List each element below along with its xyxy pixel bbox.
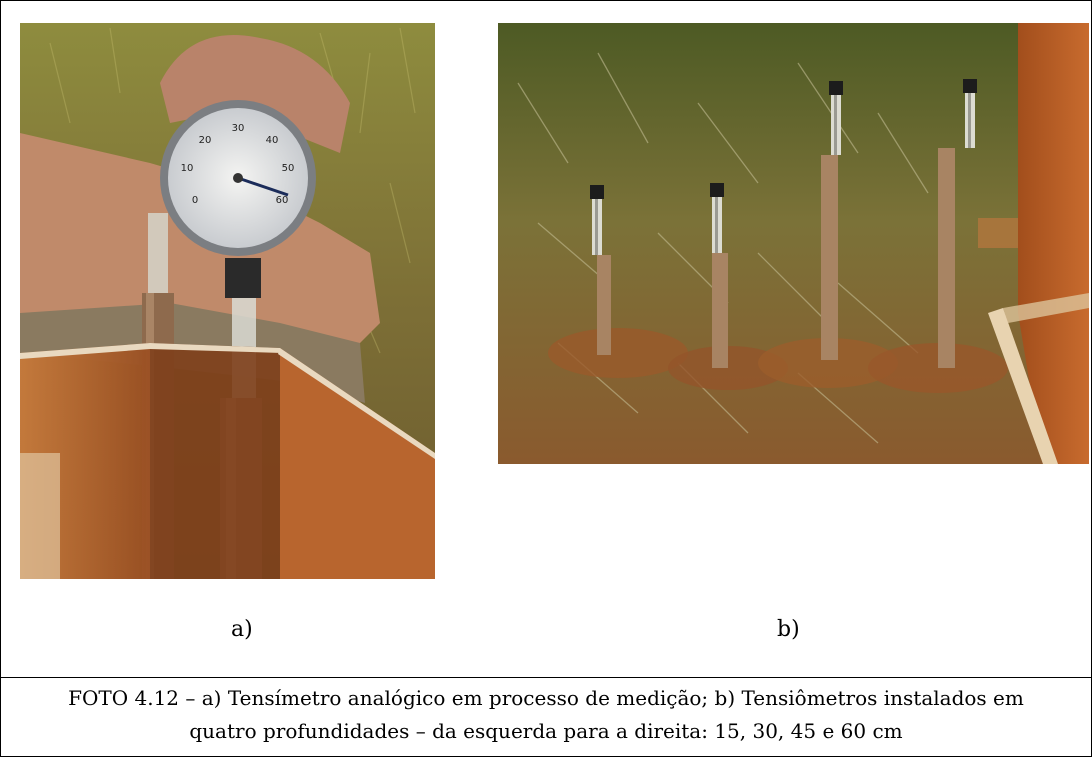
- svg-text:0: 0: [192, 195, 198, 206]
- svg-text:20: 20: [199, 135, 212, 146]
- tensiometer-15cm: [590, 185, 611, 355]
- svg-text:10: 10: [181, 163, 194, 174]
- svg-text:50: 50: [282, 163, 295, 174]
- caption-line-1: FOTO 4.12 – a) Tensímetro analógico em p…: [68, 686, 1024, 710]
- label-a: a): [231, 617, 253, 642]
- svg-text:30: 30: [232, 123, 245, 134]
- svg-text:40: 40: [266, 135, 279, 146]
- photo-b-installed-tensiometers: [498, 23, 1089, 464]
- tensiometer-30cm: [710, 183, 728, 368]
- tensiometer-60cm: [938, 79, 977, 368]
- tensiometer-45cm: [821, 81, 843, 360]
- figure-caption: FOTO 4.12 – a) Tensímetro analógico em p…: [1, 682, 1091, 748]
- photo-a-illustration: 30 20 40 10 50 0 60: [20, 23, 435, 579]
- svg-text:60: 60: [276, 195, 289, 206]
- photo-a-tensiometer-reading: 30 20 40 10 50 0 60: [20, 23, 435, 579]
- caption-divider: [1, 677, 1091, 678]
- photo-b-illustration: [498, 23, 1089, 464]
- caption-line-2: quatro profundidades – da esquerda para …: [189, 719, 903, 743]
- label-b: b): [777, 617, 800, 642]
